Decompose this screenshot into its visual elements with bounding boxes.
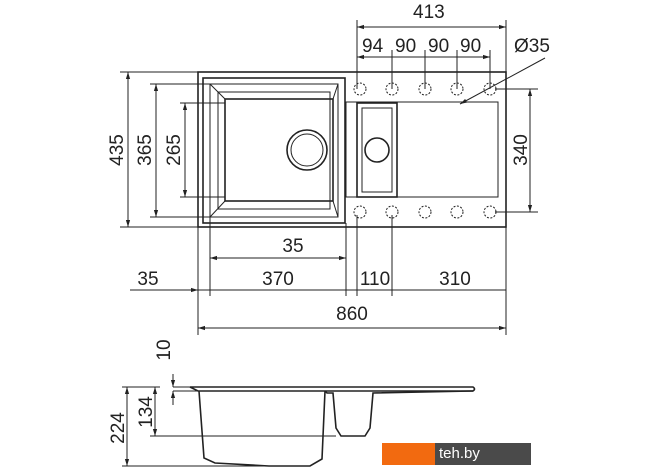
- dim-340: 340: [511, 134, 532, 166]
- dim-94: 94: [362, 36, 384, 57]
- dim-224: 224: [108, 412, 129, 444]
- dim-90-a: 90: [395, 36, 416, 57]
- small-bowl: [356, 102, 398, 198]
- side-view: 10 134 224: [108, 339, 476, 467]
- dim-90-c: 90: [460, 36, 481, 57]
- dim-diameter: Ø35: [514, 36, 550, 57]
- watermark-text: teh.by: [435, 443, 531, 465]
- drainboard: [345, 101, 499, 198]
- dim-860: 860: [336, 304, 368, 325]
- small-drain: [364, 137, 390, 163]
- dim-265: 265: [164, 134, 185, 166]
- dim-435: 435: [107, 134, 128, 166]
- dim-90-b: 90: [428, 36, 449, 57]
- left-dimensions: 435 365 265 340: [107, 71, 538, 228]
- plan-view: [197, 71, 507, 228]
- sink-outline: [197, 71, 507, 228]
- dim-110: 110: [360, 269, 390, 290]
- dim-35-left: 35: [137, 269, 158, 290]
- main-bowl-inner: [224, 98, 334, 202]
- top-dimensions: 413 94 90 90 90 Ø35: [356, 2, 550, 105]
- dim-310: 310: [439, 269, 471, 290]
- watermark: teh.by: [382, 443, 531, 465]
- dim-134: 134: [136, 396, 157, 428]
- dim-413: 413: [413, 2, 445, 23]
- dim-10: 10: [154, 339, 175, 360]
- dim-35-bowl: 35: [282, 236, 303, 257]
- bottom-dimensions: 35 35 370 110 310 860: [130, 215, 507, 335]
- dim-365: 365: [135, 134, 156, 166]
- main-bowl-outer: [202, 77, 346, 224]
- watermark-logo: [382, 443, 435, 465]
- main-drain: [286, 129, 328, 171]
- dim-370: 370: [262, 269, 294, 290]
